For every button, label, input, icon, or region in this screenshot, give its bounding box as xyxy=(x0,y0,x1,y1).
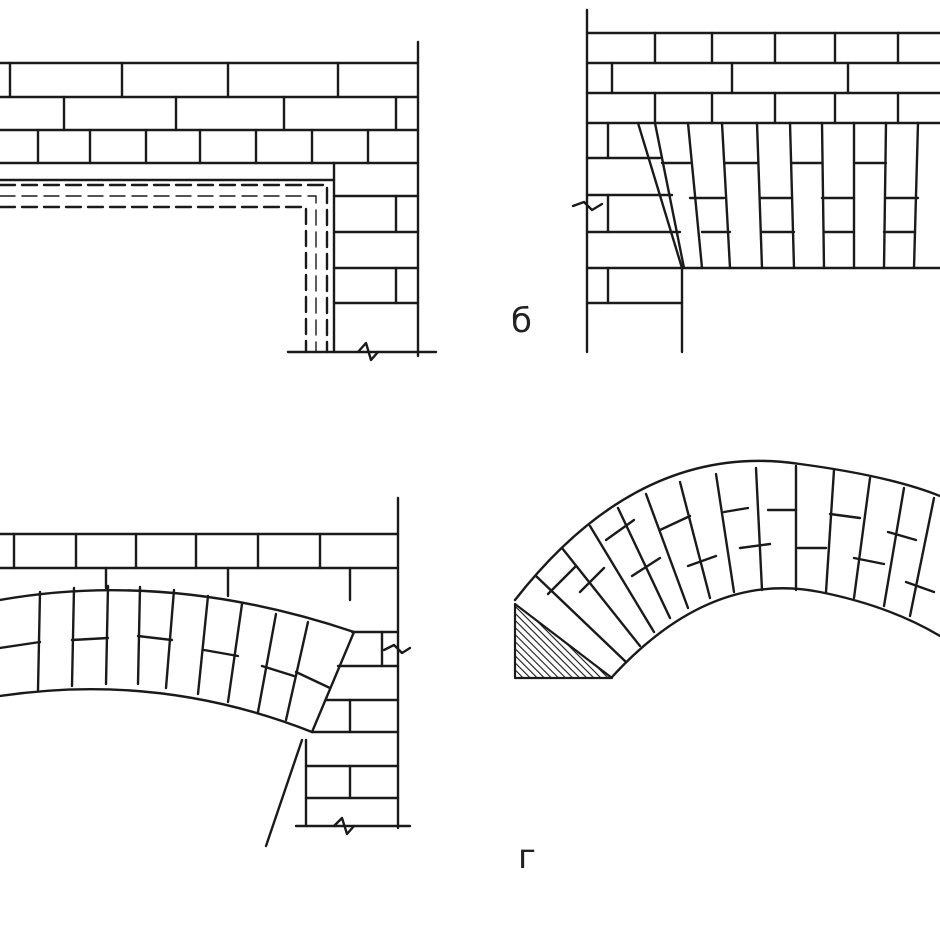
panel-b-brick-pier xyxy=(585,121,684,354)
panel-g-semicircular-arch xyxy=(513,459,940,680)
panel-v-skewback xyxy=(310,630,356,734)
panel-b-soldier-bricks xyxy=(653,121,940,270)
panel-a-break-mark xyxy=(356,341,380,362)
panel-a-reinforcement-bars xyxy=(0,183,329,354)
panel-v-arch-extrados xyxy=(0,589,356,634)
panel-v-brick-courses xyxy=(0,532,400,602)
panel-g-arch-intrados xyxy=(610,587,940,679)
panel-v-break-mark xyxy=(332,816,356,836)
panel-g-voussoirs xyxy=(534,464,936,664)
panel-v-segmental-arch xyxy=(0,496,412,848)
panel-g-hatched-abutment xyxy=(513,602,614,680)
panel-a-brick-courses xyxy=(0,61,420,165)
panel-v-arch-intrados xyxy=(0,687,314,734)
panel-g-arch-extrados xyxy=(513,459,940,602)
panel-b-flat-lintel xyxy=(571,8,940,354)
panel-b-brick-courses xyxy=(585,31,940,125)
panel-b-break-mark xyxy=(571,200,604,212)
panel-v-leader-line xyxy=(264,738,304,848)
panel-g-label: г xyxy=(518,837,536,877)
panel-v-joint-mark xyxy=(382,643,412,655)
panel-a-reinforced-lintel xyxy=(0,40,438,362)
panel-a-brick-pier xyxy=(332,161,420,354)
panel-v-voussoirs xyxy=(0,584,332,722)
panel-b-label: б xyxy=(511,301,532,341)
panel-v-brick-pier xyxy=(304,630,400,828)
